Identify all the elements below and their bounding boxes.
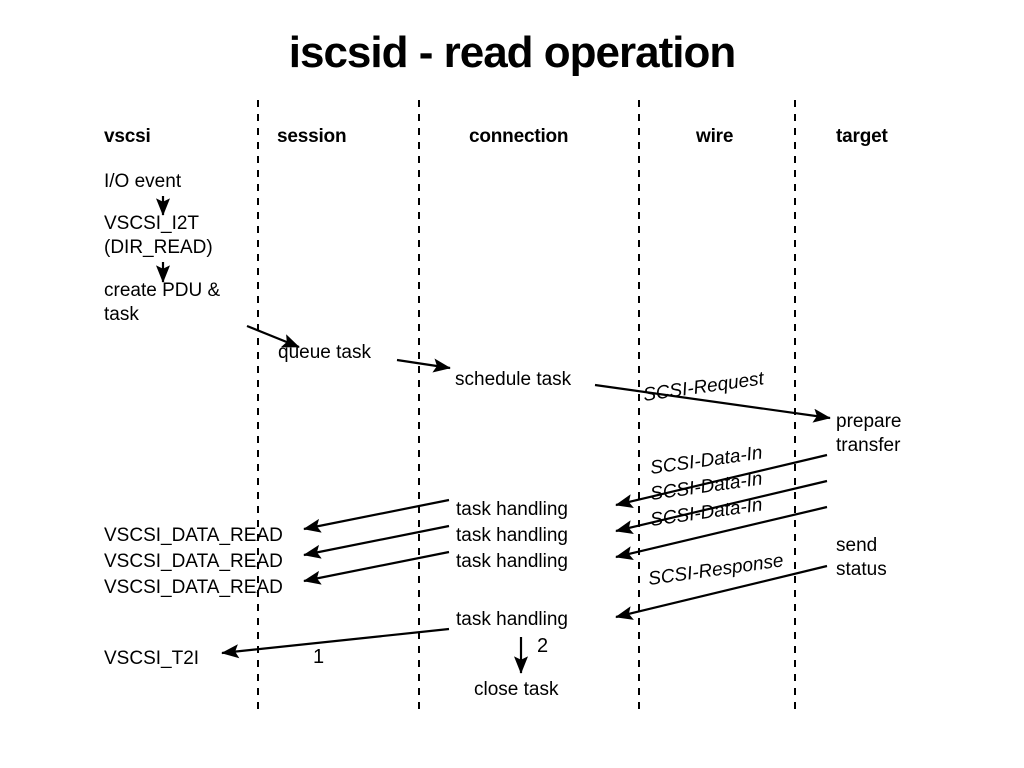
node-label-create-pdu: create PDU & [104,280,221,301]
lane-header-connection: connection [469,126,569,147]
lane-header-target: target [836,126,888,147]
arrow-scsi-data-in-2 [615,479,828,534]
lane-header-vscsi: vscsi [104,126,151,147]
node-label-close-task: close task [474,679,559,700]
arrow-scsi-response [615,564,828,620]
node-label-vscsi-i2t: VSCSI_I2T [104,213,200,234]
arrow-task-handling-2 [303,524,450,559]
node-label-create-task: task [104,304,139,325]
node-label-task-handling-2: task handling [456,525,568,546]
step-number-2: 2 [537,635,549,657]
node-label-vscsi-i2t-dir: (DIR_READ) [104,237,213,258]
lane-header-wire: wire [696,126,734,147]
node-label-task-handling-3: task handling [456,551,568,572]
arrow-task-handling-4 [221,627,450,659]
arrow-task-handling-3 [303,550,450,585]
arrow-queue-to-schedule [396,358,451,373]
node-label-prepare: prepare [836,411,902,432]
node-label-task-handling-4: task handling [456,609,568,630]
lane-header-session: session [277,126,347,147]
arrow-pdu-to-queue [246,324,300,349]
node-label-vscsi-data-read-1: VSCSI_DATA_READ [104,525,283,546]
node-label-vscsi-t2i: VSCSI_T2I [104,648,200,669]
arrow-scsi-data-in-1 [615,453,828,508]
page-title: iscsid - read operation [288,28,736,77]
node-label-vscsi-data-read-2: VSCSI_DATA_READ [104,551,283,572]
node-label-vscsi-data-read-3: VSCSI_DATA_READ [104,577,283,598]
arrow-task-handling-1 [303,498,450,533]
node-label-schedule-task: schedule task [455,369,572,390]
node-label-send: send [836,535,878,556]
arrow-scsi-data-in-3 [615,505,828,560]
step-number-1: 1 [313,646,325,668]
lifelines-group [257,100,796,716]
node-label-io-event: I/O event [104,171,182,192]
node-label-transfer: transfer [836,435,901,456]
arrows-group [155,196,831,674]
arrow-scsi-request [594,383,831,423]
node-label-status: status [836,559,887,580]
node-label-task-handling-1: task handling [456,499,568,520]
node-label-queue-task: queue task [278,342,371,363]
